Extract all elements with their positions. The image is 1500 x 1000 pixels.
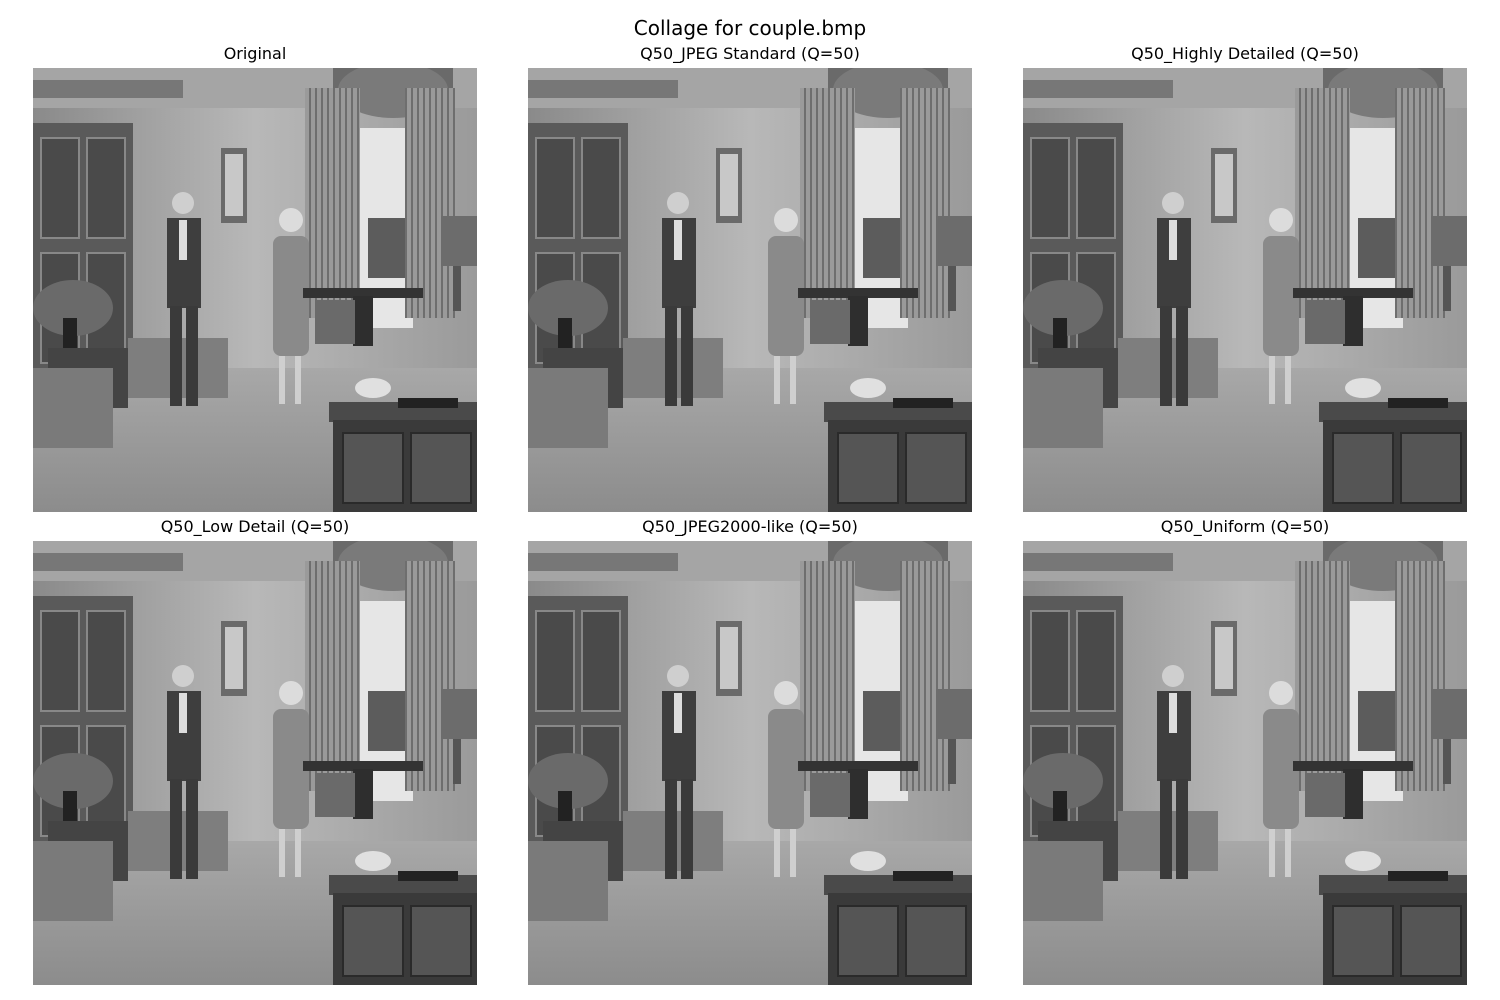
panel-title: Q50_JPEG Standard (Q=50) (640, 44, 860, 63)
panel-title: Q50_Highly Detailed (Q=50) (1131, 44, 1359, 63)
panel-title: Original (223, 44, 287, 63)
panel-image-jpeg-standard (528, 68, 972, 512)
panel-image-jpeg2000-like (528, 541, 972, 985)
panel-title: Q50_Low Detail (Q=50) (160, 517, 350, 536)
panel-image-uniform (1023, 541, 1467, 985)
panel-image-highly-detailed (1023, 68, 1467, 512)
panel-image-original (33, 68, 477, 512)
panel-image-low-detail (33, 541, 477, 985)
figure-title: Collage for couple.bmp (633, 16, 867, 40)
panel-title: Q50_Uniform (Q=50) (1160, 517, 1330, 536)
panel-title: Q50_JPEG2000-like (Q=50) (642, 517, 858, 536)
